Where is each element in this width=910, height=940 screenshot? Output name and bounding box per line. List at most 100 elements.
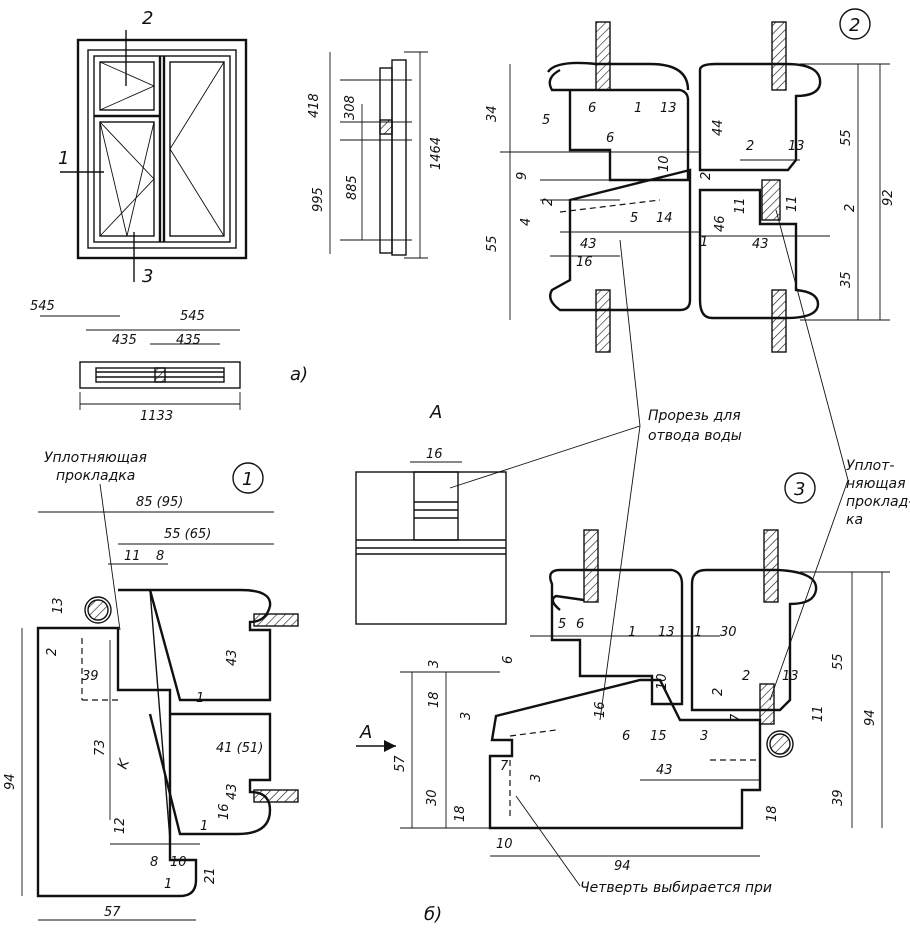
d1-8b: 8 — [150, 855, 158, 870]
d3-6c: 6 — [622, 729, 630, 744]
d1-11: 11 — [124, 549, 141, 564]
d2-14: 14 — [656, 211, 673, 226]
window-vertical-section: 418 308 995 885 1464 — [307, 51, 444, 259]
callout-3-label: 3 — [142, 266, 153, 287]
d1-55: 55 (65) — [164, 527, 211, 542]
d1-73: 73 — [93, 739, 108, 756]
d2-4: 4 — [519, 218, 534, 226]
d1-57: 57 — [104, 905, 121, 920]
d2-5: 5 — [542, 113, 550, 128]
annotation-labels: Прорезь для отвода воды Уплот- няющая пр… — [599, 209, 910, 721]
d2-13b: 13 — [788, 139, 805, 154]
d2-43b: 43 — [752, 237, 769, 252]
d3-16: 16 — [593, 701, 608, 718]
d1-13: 13 — [51, 597, 66, 614]
d1-12: 12 — [113, 817, 128, 834]
slot-label-line2: отвода воды — [648, 428, 742, 444]
d2-1b: 1 — [700, 235, 708, 250]
quarter-note: Четверть выбирается при — [580, 880, 772, 896]
dim-418: 418 — [307, 93, 322, 118]
d3-39: 39 — [831, 789, 846, 806]
d2-2d: 2 — [843, 204, 858, 212]
d3-30b: 30 — [425, 789, 440, 806]
d1-43a: 43 — [225, 649, 240, 666]
d3-2: 2 — [711, 688, 726, 696]
dim-885: 885 — [345, 175, 360, 200]
seal-right-line3: проклад- — [846, 494, 910, 510]
d1-2: 2 — [45, 648, 60, 656]
d3-10b: 10 — [496, 837, 513, 852]
detail-3-section: 3 A 5 6 1 13 1 30 55 — [356, 472, 890, 925]
d1-8: 8 — [156, 549, 164, 564]
slot-label-line1: Прорезь для — [648, 408, 741, 424]
d2-44: 44 — [711, 119, 726, 136]
d2-6b: 6 — [606, 131, 614, 146]
d3-13b: 13 — [782, 669, 799, 684]
d2-13a: 13 — [660, 101, 677, 116]
d2-11b: 11 — [785, 195, 800, 212]
d3-7b: 7 — [500, 759, 509, 774]
seal-left-line2: прокладка — [56, 468, 135, 484]
seal-left-line1: Уплотняющая — [44, 450, 147, 466]
d3-1b: 1 — [694, 625, 702, 640]
d3-3d: 3 — [529, 774, 544, 782]
window-elevation-view: 2 1 3 — [58, 8, 248, 287]
d2-43a: 43 — [580, 237, 597, 252]
d3-18c: 18 — [765, 805, 780, 822]
d3-57: 57 — [393, 755, 408, 772]
d2-55a: 55 — [839, 129, 854, 146]
d3-11: 11 — [811, 705, 826, 722]
mark-K: K — [115, 756, 134, 772]
d3-15: 15 — [650, 729, 667, 744]
d2-92: 92 — [881, 189, 896, 206]
callout-2-label: 2 — [142, 8, 153, 29]
d2-11a: 11 — [733, 197, 748, 214]
d3-94b: 94 — [614, 859, 631, 874]
d3-2b: 2 — [742, 669, 750, 684]
section-A-view: A 16 — [355, 402, 641, 625]
detail-2-section: 2 34 5 6 1 13 6 44 55 — [485, 8, 896, 353]
d1-1c: 1 — [164, 877, 172, 892]
d3-3b: 3 — [459, 712, 474, 720]
detail-2-number: 2 — [849, 15, 860, 36]
d2-35: 35 — [839, 271, 854, 288]
dim-plan-435b: 435 — [176, 333, 201, 348]
d1-1b: 1 — [200, 819, 208, 834]
d2-10: 10 — [657, 155, 672, 172]
d3-94a: 94 — [863, 709, 878, 726]
d2-5b: 5 — [630, 211, 638, 226]
d3-55: 55 — [831, 653, 846, 670]
d1-41: 41 (51) — [216, 741, 263, 756]
detail-3-number: 3 — [794, 479, 805, 500]
dim-plan-435a: 435 — [112, 333, 137, 348]
d3-10: 10 — [655, 673, 670, 690]
seal-right-line1: Уплот- — [846, 458, 894, 474]
d3-6a: 6 — [576, 617, 584, 632]
d3-5: 5 — [558, 617, 566, 632]
d1-21: 21 — [203, 867, 218, 884]
detail-1-number: 1 — [242, 469, 253, 490]
window-plan-section: 545 545 435 435 1133 а) — [30, 299, 308, 424]
callout-1-label: 1 — [58, 148, 69, 169]
d2-9: 9 — [515, 172, 530, 180]
seal-right-line4: ка — [846, 512, 863, 528]
d2-16: 16 — [576, 255, 593, 270]
dim-1464: 1464 — [429, 137, 444, 170]
d3-6b: 6 — [501, 656, 516, 664]
d3-3a: 3 — [427, 660, 442, 668]
dim-plan-545b: 545 — [180, 309, 205, 324]
d3-3c: 3 — [700, 729, 708, 744]
d2-2c: 2 — [541, 198, 556, 206]
detail-1-section: 1 Уплотняющая прокладка 85 (95) 55 (65) … — [3, 450, 299, 921]
d1-39: 39 — [82, 669, 99, 684]
d3-13a: 13 — [658, 625, 675, 640]
d2-55b: 55 — [485, 235, 500, 252]
section-A-title: A — [429, 402, 442, 423]
d2-46: 46 — [713, 215, 728, 232]
d3-7a: 7 — [729, 713, 744, 722]
d2-34: 34 — [485, 105, 500, 122]
dim-995: 995 — [311, 187, 326, 212]
dim-plan-1133: 1133 — [140, 409, 173, 424]
d2-1: 1 — [634, 101, 642, 116]
